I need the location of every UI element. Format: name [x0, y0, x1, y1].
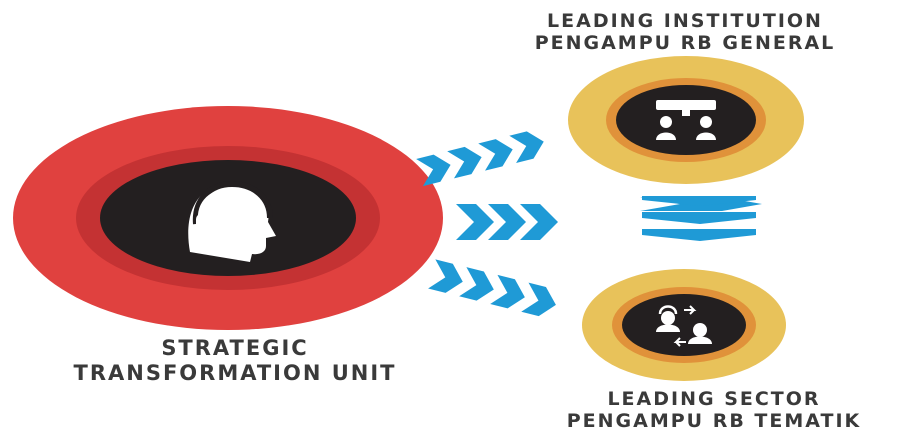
strategic-unit-label: STRATEGIC TRANSFORMATION UNIT [0, 336, 470, 386]
leading-sector-label: LEADING SECTOR PENGAMPU RB TEMATIK [520, 388, 908, 433]
chevron-right-icon [521, 282, 556, 317]
arrow-middle [456, 204, 558, 240]
leading-sector-node [582, 269, 786, 381]
chevron-down-icon [642, 212, 756, 224]
chevron-right-icon [488, 204, 526, 240]
chevron-right-icon [478, 139, 513, 171]
chevron-right-icon [456, 204, 494, 240]
leading-institution-node [568, 56, 804, 184]
leading-institution-line2: PENGAMPU RB GENERAL [534, 32, 836, 55]
strategic-unit-line2: TRANSFORMATION UNIT [73, 360, 397, 385]
chevron-down-icon [642, 196, 756, 206]
strategic-unit-node [13, 106, 443, 330]
chevron-right-icon [520, 204, 558, 240]
chevron-right-icon [428, 259, 463, 293]
chevron-right-icon [490, 274, 525, 309]
arrow-institution-to-sector [640, 196, 762, 241]
leading-sector-line1: LEADING SECTOR [607, 388, 821, 410]
chevron-right-icon [447, 146, 482, 179]
leading-sector-line2: PENGAMPU RB TEMATIK [566, 410, 862, 433]
arrow-to-leading-institution [416, 131, 544, 187]
strategic-unit-line1: STRATEGIC [161, 336, 309, 360]
person-with-headset-icon [188, 180, 276, 262]
chevron-right-icon [416, 154, 451, 187]
chevron-right-icon [459, 267, 494, 301]
leading-institution-label: LEADING INSTITUTION PENGAMPU RB GENERAL [480, 10, 890, 55]
chevron-right-icon [509, 131, 544, 163]
chevron-down-icon [642, 229, 756, 241]
meeting-presentation-icon [656, 100, 716, 140]
people-exchange-icon [656, 305, 712, 347]
arrow-to-leading-sector [428, 259, 556, 317]
leading-institution-line1: LEADING INSTITUTION [547, 10, 823, 32]
